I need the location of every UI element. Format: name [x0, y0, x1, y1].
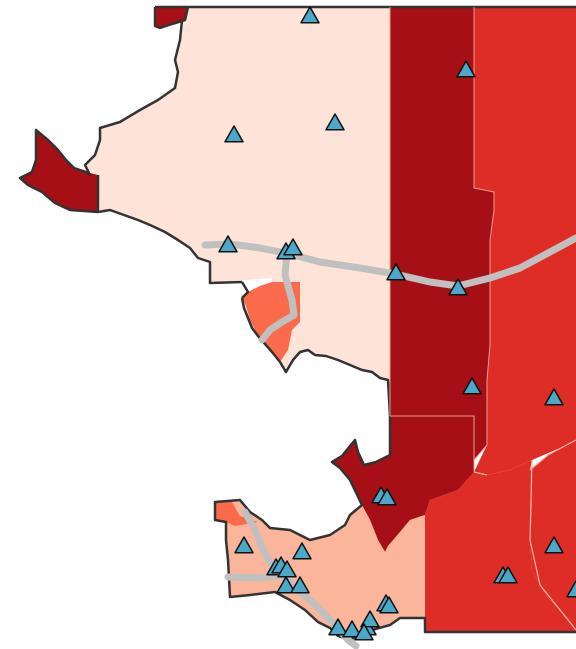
inner-border-southeast — [529, 459, 576, 631]
triangle-icon[interactable] — [300, 6, 320, 24]
triangle-icon[interactable] — [566, 580, 576, 598]
triangle-icon[interactable] — [448, 278, 468, 296]
outline-west-mid — [213, 297, 576, 642]
triangle-icon[interactable] — [283, 238, 303, 256]
region-central-strip[interactable] — [390, 7, 494, 460]
border-central-south — [390, 415, 475, 472]
triangle-icon[interactable] — [328, 618, 348, 636]
region-small-medium[interactable] — [242, 282, 300, 362]
triangle-icon[interactable] — [544, 388, 564, 406]
triangle-icon[interactable] — [277, 560, 297, 578]
outline-west-notch — [240, 281, 250, 299]
outline-top-left — [153, 6, 190, 30]
triangle-icon[interactable] — [386, 263, 406, 281]
triangle-icon[interactable] — [292, 542, 312, 560]
triangle-icon[interactable] — [234, 536, 254, 554]
region-east[interactable] — [474, 7, 576, 630]
triangle-icon[interactable] — [544, 536, 564, 554]
inner-border-east-split — [529, 439, 576, 471]
triangle-icon[interactable] — [325, 113, 345, 131]
region-north-tip[interactable] — [155, 7, 188, 28]
region-west-protrusion[interactable] — [20, 130, 98, 212]
region-layer — [20, 7, 576, 640]
triangle-icon[interactable] — [498, 566, 518, 584]
inner-borders — [473, 439, 576, 631]
triangle-icon[interactable] — [354, 623, 374, 641]
triangle-icon[interactable] — [360, 610, 380, 628]
outlines — [18, 5, 576, 642]
region-northwest[interactable] — [85, 7, 390, 380]
border-dark-red — [473, 7, 495, 461]
triangle-icon[interactable] — [462, 377, 482, 395]
marker-layer — [218, 6, 576, 641]
triangle-icon[interactable] — [342, 620, 362, 638]
triangle-icon[interactable] — [218, 235, 238, 253]
triangle-icon[interactable] — [224, 125, 244, 143]
county-borders — [389, 7, 495, 472]
inner-border-east — [473, 471, 488, 476]
region-southeast[interactable] — [425, 460, 576, 632]
outline-north — [18, 19, 243, 285]
triangle-icon[interactable] — [276, 576, 296, 594]
triangle-icon[interactable] — [290, 576, 310, 594]
triangle-icon[interactable] — [456, 60, 476, 78]
triangle-icon[interactable] — [379, 596, 399, 614]
region-central-south[interactable] — [332, 416, 474, 552]
highway-north-south — [258, 248, 298, 344]
highway-southwest-spur — [224, 571, 289, 582]
region-southwest[interactable] — [215, 500, 425, 640]
triangle-icon[interactable] — [377, 488, 397, 506]
